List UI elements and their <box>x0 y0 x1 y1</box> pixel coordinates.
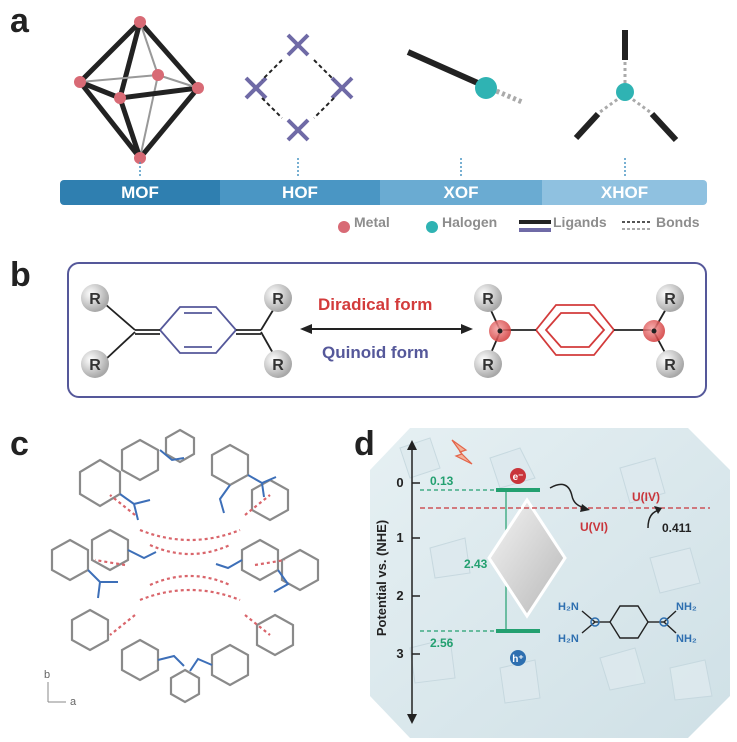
band-gap-label: 2.43 <box>464 557 488 571</box>
r-group-icon <box>264 350 292 378</box>
r-label: R <box>482 357 494 374</box>
cb-potential-label: 0.13 <box>430 474 454 488</box>
r-group-icon <box>474 350 502 378</box>
hydrogen-bonds <box>94 494 286 636</box>
panel-a-structures <box>74 16 679 233</box>
legend-metal: Metal <box>354 214 390 230</box>
panel-label-d: d <box>354 425 375 463</box>
r-group-icon <box>81 284 109 312</box>
axis-b-label: b <box>44 669 50 681</box>
panel-c-crystal-structure: b a <box>44 428 320 708</box>
nh2-label: NH₂ <box>676 601 697 613</box>
quinoid-form-label: Quinoid form <box>322 343 429 362</box>
framework-lattice <box>50 428 320 704</box>
panel-d-band-diagram: 0 1 2 3 Potential vs. (NHE) 0.13 e⁻ 2.56… <box>370 428 730 738</box>
diradical-structure <box>487 301 671 363</box>
legend-ligands: Ligands <box>553 214 607 230</box>
r-label: R <box>89 291 101 308</box>
category-xhof: XHOF <box>542 180 707 205</box>
electron-label: e⁻ <box>513 472 524 483</box>
crystal-icon <box>487 497 567 619</box>
legend-bonds: Bonds <box>656 214 700 230</box>
y-tick-label: 0 <box>396 475 403 490</box>
panel-b-structures: R R R R R R R R <box>81 284 684 378</box>
xhof-three-arm-icon <box>573 30 679 178</box>
r-label: R <box>89 357 101 374</box>
mof-octahedron-icon <box>74 16 204 178</box>
vb-potential-label: 2.56 <box>430 636 454 650</box>
r-group-icon <box>656 284 684 312</box>
hof-square-icon <box>244 33 354 178</box>
r-group-icon <box>474 284 502 312</box>
quinoid-structure <box>104 301 279 363</box>
electron-icon <box>510 468 526 484</box>
r-group-icon <box>656 350 684 378</box>
u6-label: U(VI) <box>580 520 608 534</box>
y-axis-title: Potential vs. (NHE) <box>374 520 389 636</box>
h2n-label: H₂N <box>558 633 579 645</box>
r-group-icon <box>81 350 109 378</box>
metal-legend-icon <box>338 221 350 233</box>
y-tick-label: 1 <box>396 530 403 545</box>
nh2-label: NH₂ <box>676 633 697 645</box>
diradical-form-label: Diradical form <box>318 295 433 314</box>
benzamidine-molecule <box>581 605 677 639</box>
hole-icon <box>510 650 526 666</box>
xof-halogen-bond-icon <box>406 49 523 178</box>
ligands-legend-icon <box>519 220 551 232</box>
halogen-legend-icon <box>426 221 438 233</box>
panel-b-frame <box>67 262 707 398</box>
light-icon <box>451 439 473 465</box>
r-group-icon <box>264 284 292 312</box>
r-label: R <box>664 357 676 374</box>
amidine-groups <box>87 449 290 672</box>
panel-label-b: b <box>10 256 31 294</box>
redox-potential-value: 0.411 <box>662 521 692 535</box>
bonds-legend-icon <box>622 221 652 230</box>
axis-indicator: b a <box>44 669 77 708</box>
y-tick-label: 3 <box>396 646 403 661</box>
axis-a-label: a <box>70 696 77 708</box>
r-label: R <box>272 291 284 308</box>
panel-label-c: c <box>10 425 29 463</box>
y-tick-label: 2 <box>396 588 403 603</box>
category-mof: MOF <box>60 180 220 205</box>
category-hof: HOF <box>220 180 380 205</box>
panel-label-a: a <box>10 2 29 40</box>
r-label: R <box>664 291 676 308</box>
r-label: R <box>482 291 494 308</box>
y-ticks <box>412 482 420 655</box>
u4-label: U(IV) <box>632 490 660 504</box>
hole-label: h⁺ <box>512 654 523 665</box>
r-label: R <box>272 357 284 374</box>
h2n-label: H₂N <box>558 601 579 613</box>
category-xof: XOF <box>380 180 542 205</box>
legend-halogen: Halogen <box>442 214 498 230</box>
